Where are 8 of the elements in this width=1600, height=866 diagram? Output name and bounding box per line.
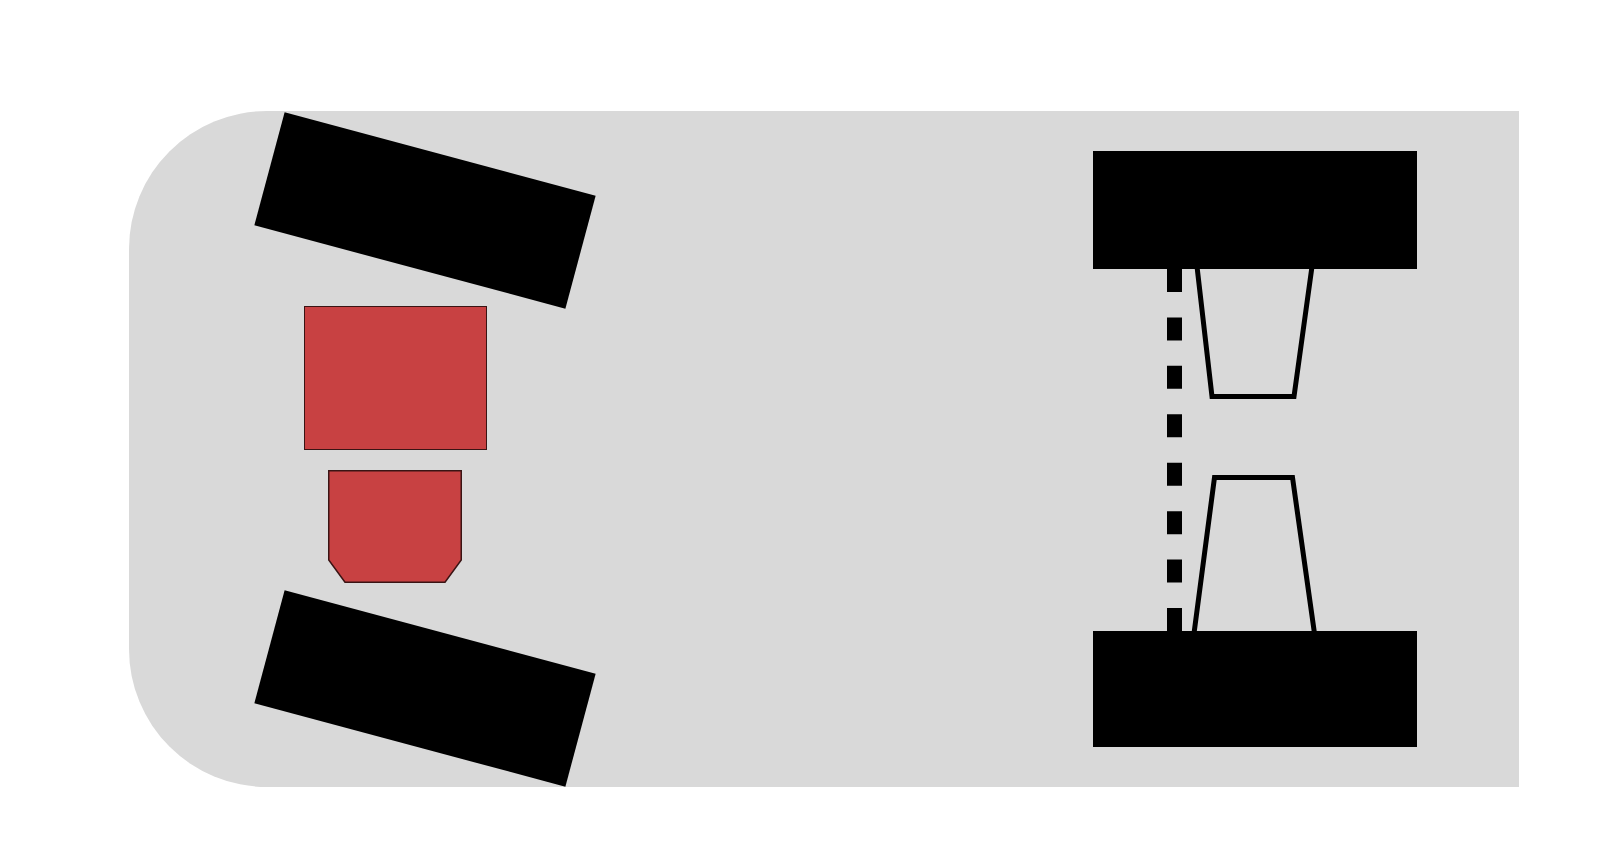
- rear-wheel: [1093, 151, 1417, 269]
- rear-wheel: [1093, 631, 1417, 747]
- axle-housing: [1190, 475, 1320, 631]
- axle-housing: [1193, 269, 1317, 399]
- axle-line: [1167, 269, 1182, 631]
- transmission-block: [328, 470, 462, 583]
- vehicle-body: [129, 111, 1519, 787]
- engine-block: [304, 306, 487, 450]
